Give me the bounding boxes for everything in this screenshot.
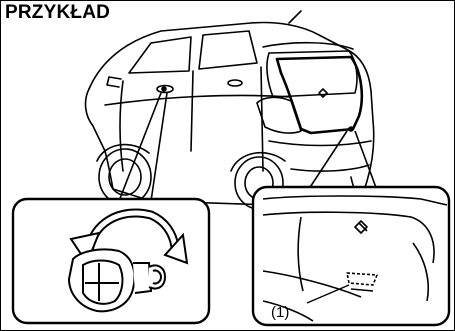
- handle-detail-inset: [13, 199, 209, 323]
- callout-1-label: (1): [271, 304, 289, 321]
- rear-switch-inset: (1): [253, 187, 449, 325]
- car-body: [86, 11, 374, 209]
